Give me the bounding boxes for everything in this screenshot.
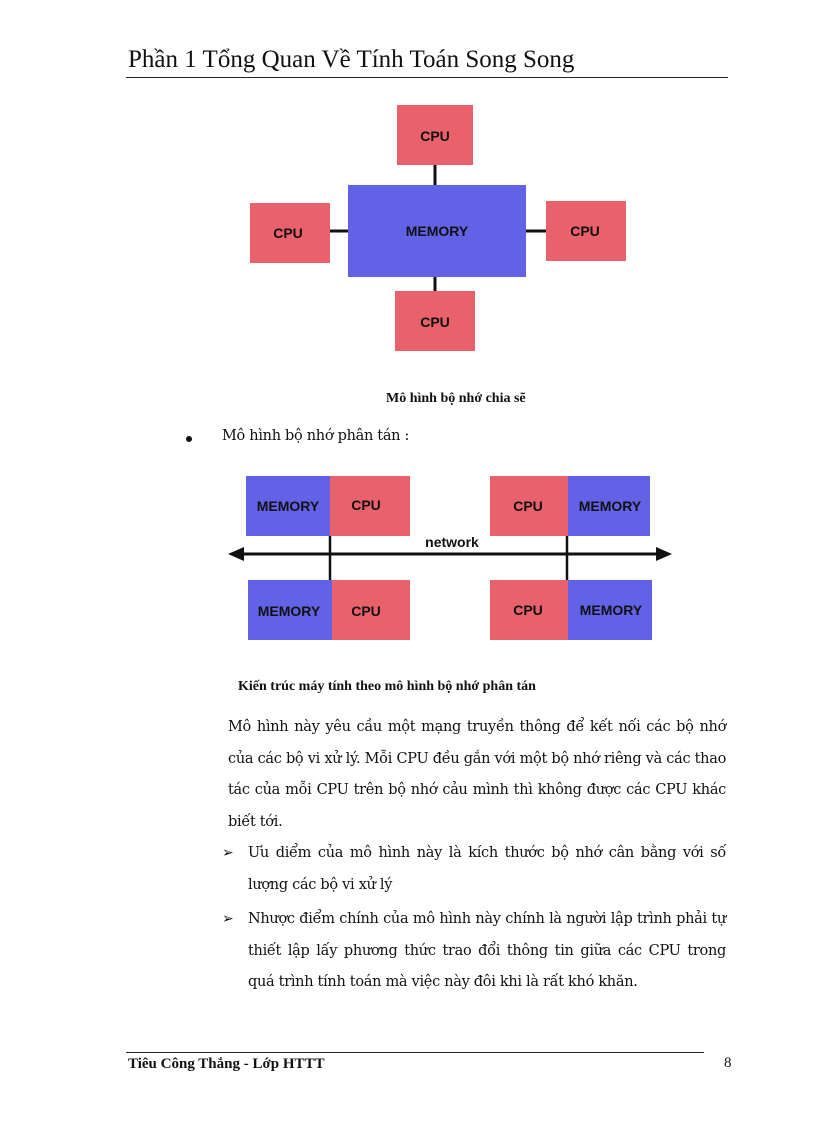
node3-cpu bbox=[332, 580, 410, 640]
cpu-label-left: CPU bbox=[273, 225, 303, 241]
memory-label: MEMORY bbox=[406, 223, 469, 239]
node2-memory-label: MEMORY bbox=[579, 498, 642, 514]
cpu-label-bottom: CPU bbox=[420, 314, 450, 330]
network-arrow-left bbox=[228, 547, 244, 561]
bullet-dot bbox=[186, 436, 192, 442]
page-number: 8 bbox=[724, 1055, 732, 1071]
body-paragraph: Mô hình này yêu cầu một mạng truyền thôn… bbox=[228, 719, 726, 830]
network-arrow-right bbox=[656, 547, 672, 561]
node1-memory bbox=[246, 476, 330, 536]
node1-cpu bbox=[330, 476, 410, 536]
footer-author: Tiêu Công Thắng - Lớp HTTT bbox=[128, 1056, 325, 1072]
node3-memory-label: MEMORY bbox=[258, 603, 321, 619]
cpu-label-right: CPU bbox=[570, 223, 600, 239]
node1-cpu-label: CPU bbox=[351, 497, 381, 513]
footer-rule bbox=[126, 1052, 704, 1053]
node2-cpu bbox=[490, 476, 568, 536]
node2-cpu-label: CPU bbox=[513, 498, 543, 514]
memory-block bbox=[348, 185, 526, 277]
network-label: network bbox=[425, 534, 479, 550]
node2-memory bbox=[568, 476, 650, 536]
header-rule bbox=[126, 77, 728, 78]
node3-memory bbox=[248, 580, 332, 640]
disadvantage-text: Nhược điểm chính của mô hình này chính l… bbox=[248, 911, 726, 990]
node4-memory bbox=[568, 580, 652, 640]
figure2-caption: Kiến trúc máy tính theo mô hình bộ nhớ p… bbox=[238, 679, 536, 694]
arrow-bullet-icon: ➢ bbox=[222, 845, 234, 861]
bullet-text: Mô hình bộ nhớ phân tán : bbox=[222, 428, 410, 444]
cpu-label-top: CPU bbox=[420, 128, 450, 144]
advantage-text: Ưu diểm của mô hình này là kích thước bộ… bbox=[248, 845, 726, 893]
shared-memory-diagram: MEMORY CPU CPU CPU CPU bbox=[250, 105, 626, 351]
node1-memory-label: MEMORY bbox=[257, 498, 320, 514]
page-header-title: Phần 1 Tổng Quan Về Tính Toán Song Song bbox=[128, 46, 575, 73]
figure1-caption: Mô hình bộ nhớ chia sẽ bbox=[386, 391, 526, 406]
cpu-block-left bbox=[250, 203, 330, 263]
distributed-memory-diagram: network MEMORY CPU CPU MEMORY MEMORY CPU… bbox=[228, 476, 672, 640]
cpu-block-right bbox=[546, 201, 626, 261]
cpu-block-bottom bbox=[395, 291, 475, 351]
arrow-bullet-icon: ➢ bbox=[222, 911, 234, 927]
node4-cpu bbox=[490, 580, 568, 640]
cpu-block-top bbox=[397, 105, 473, 165]
node4-cpu-label: CPU bbox=[513, 602, 543, 618]
node4-memory-label: MEMORY bbox=[580, 602, 643, 618]
node3-cpu-label: CPU bbox=[351, 603, 381, 619]
